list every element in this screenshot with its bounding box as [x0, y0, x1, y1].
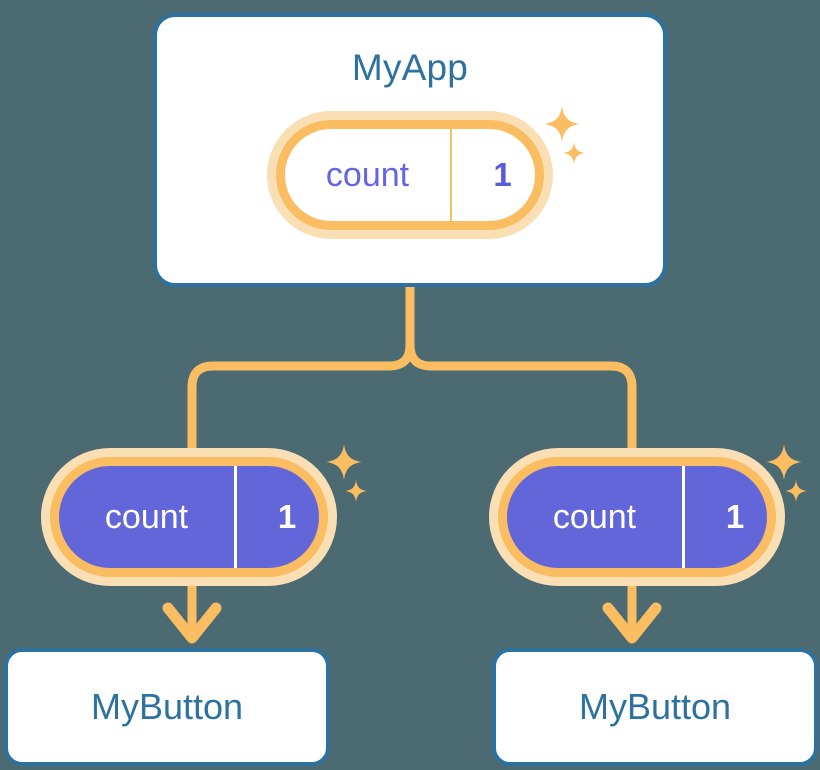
sparkle-icon-small-right: [785, 480, 807, 502]
node-mybutton-left-title: MyButton: [90, 686, 244, 727]
state-value-label: 1: [277, 498, 297, 535]
wire-app-to-left: [187, 282, 415, 455]
state-key-label: count: [507, 466, 685, 568]
state-pill-inner: count 1: [50, 457, 328, 577]
state-pill-body: count 1: [41, 448, 337, 586]
state-pill-myapp[interactable]: count 1: [267, 111, 553, 239]
state-pill-body: count 1: [267, 111, 553, 239]
wire-app-to-right: [405, 282, 637, 455]
state-pill-button-left[interactable]: count 1: [41, 448, 337, 586]
arrow-down-icon-left: [162, 602, 222, 644]
node-mybutton-right-card[interactable]: MyButton: [492, 648, 818, 766]
arrow-down-icon-right: [602, 602, 662, 644]
node-mybutton-right-title: MyButton: [578, 686, 732, 727]
node-myapp-title: MyApp: [351, 47, 469, 88]
sparkle-icon-small-left: [345, 480, 367, 502]
state-key-label: count: [285, 129, 452, 221]
state-pill-inner: count 1: [498, 457, 776, 577]
node-mybutton-left-card[interactable]: MyButton: [4, 648, 330, 766]
state-pill-button-right[interactable]: count 1: [489, 448, 785, 586]
state-value-label: 1: [493, 156, 512, 193]
state-value-label: 1: [725, 498, 745, 535]
state-pill-inner: count 1: [276, 120, 544, 230]
state-key-label: count: [59, 466, 237, 568]
state-pill-body: count 1: [489, 448, 785, 586]
